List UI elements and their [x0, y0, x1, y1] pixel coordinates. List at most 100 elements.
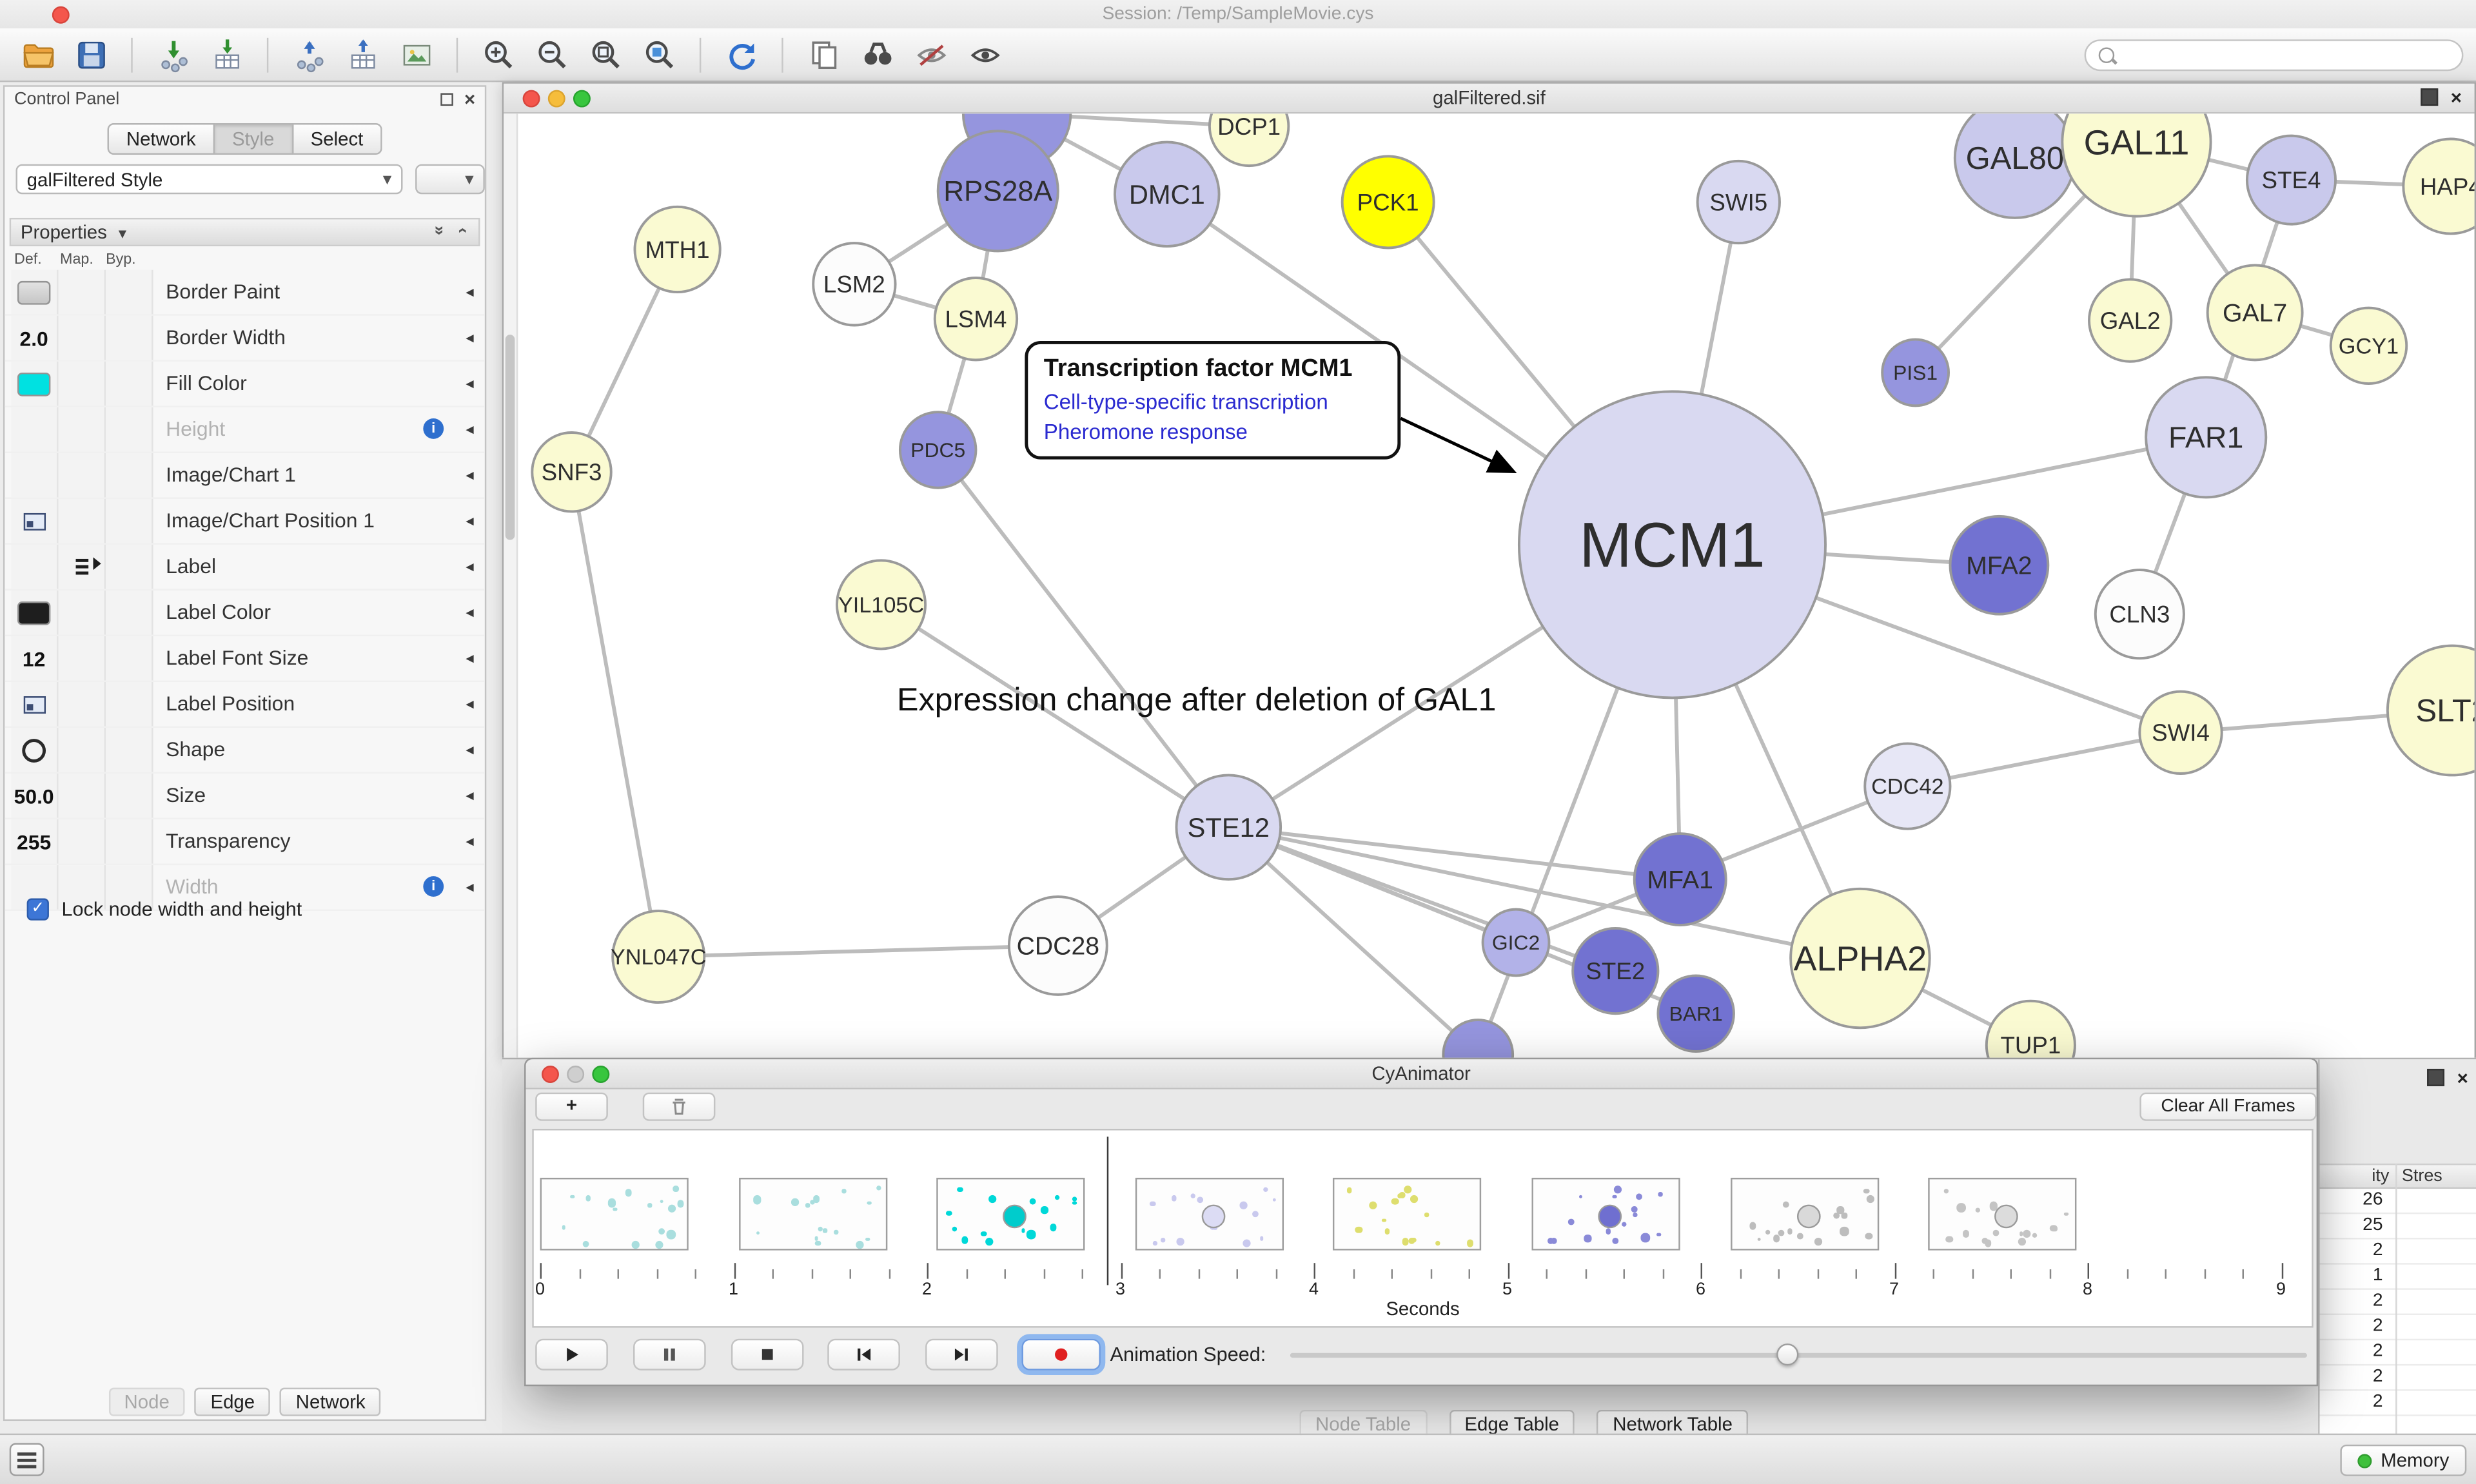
hide-details-icon[interactable] — [913, 36, 949, 72]
style-selector[interactable]: galFiltered Style ▾ — [15, 164, 403, 195]
float-panel-icon[interactable] — [440, 93, 453, 106]
node-LSM4[interactable] — [933, 277, 1019, 362]
node-YNL047C[interactable] — [611, 910, 706, 1004]
node-DMC1[interactable] — [1114, 141, 1221, 248]
expand-row-icon[interactable]: ◂ — [466, 742, 474, 759]
import-table-icon[interactable] — [208, 36, 244, 72]
expand-row-icon[interactable]: ◂ — [466, 604, 474, 622]
lock-checkbox[interactable]: ✓ — [26, 898, 49, 921]
expand-all-icon[interactable]: » — [429, 226, 449, 236]
playhead[interactable] — [1106, 1137, 1109, 1285]
bypass-cell[interactable] — [106, 865, 153, 910]
expand-row-icon[interactable]: ◂ — [466, 513, 474, 531]
node-PIS1[interactable] — [1881, 338, 1950, 407]
copy-icon[interactable] — [805, 36, 841, 72]
export-network-icon[interactable] — [291, 36, 327, 72]
expand-row-icon[interactable]: ◂ — [466, 879, 474, 897]
add-frame-button[interactable]: + — [535, 1092, 608, 1121]
animation-speed-slider[interactable] — [1290, 1343, 2307, 1366]
properties-header[interactable]: Properties ▾ » › — [9, 217, 480, 247]
zoom-out-icon[interactable] — [534, 36, 570, 72]
edge[interactable] — [569, 471, 661, 957]
node-GAL7[interactable] — [2206, 264, 2304, 362]
node-GAL11[interactable] — [2061, 113, 2212, 218]
property-row-label[interactable]: Label◂ — [5, 544, 485, 591]
table-row[interactable]: 2 — [2319, 1290, 2476, 1315]
collapse-all-icon[interactable]: › — [453, 228, 473, 234]
zoom-selected-icon[interactable] — [641, 36, 677, 72]
node-GAL2[interactable] — [2088, 278, 2173, 363]
bypass-cell[interactable] — [106, 315, 153, 360]
network-window-titlebar[interactable]: galFiltered.sif × — [504, 83, 2475, 114]
expand-row-icon[interactable]: ◂ — [466, 467, 474, 485]
node-CDC28[interactable] — [1007, 895, 1108, 996]
mapping-cell[interactable] — [58, 636, 106, 681]
bypass-cell[interactable] — [106, 453, 153, 498]
frame-thumbnail-6[interactable] — [1730, 1177, 1879, 1251]
mapping-cell[interactable] — [58, 774, 106, 818]
bypass-cell[interactable] — [106, 636, 153, 681]
table-row[interactable]: 2 — [2319, 1391, 2476, 1416]
node-RPS28A[interactable] — [936, 130, 1059, 253]
property-row-image-chart-1[interactable]: Image/Chart 1◂ — [5, 453, 485, 499]
pause-button[interactable] — [633, 1338, 706, 1371]
bypass-cell[interactable] — [106, 774, 153, 818]
mapping-cell[interactable] — [58, 865, 106, 910]
skip-end-button[interactable] — [925, 1338, 998, 1371]
close-icon[interactable] — [522, 90, 540, 108]
info-icon[interactable]: i — [423, 418, 444, 439]
mapping-cell[interactable] — [58, 727, 106, 772]
expand-row-icon[interactable]: ◂ — [466, 788, 474, 805]
property-row-fill-color[interactable]: Fill Color◂ — [5, 361, 485, 407]
refresh-view-icon[interactable] — [723, 36, 760, 72]
node-SLT2[interactable] — [2386, 644, 2475, 777]
frame-thumbnail-7[interactable] — [1928, 1177, 2077, 1251]
info-icon[interactable]: i — [423, 876, 444, 897]
memory-button[interactable]: Memory — [2339, 1444, 2467, 1476]
default-value-cell[interactable]: 50.0 — [11, 774, 59, 818]
annotation-link[interactable]: Pheromone response — [1043, 420, 1248, 444]
node-n1[interactable] — [1442, 1019, 1515, 1058]
node-ALPHA2[interactable] — [1789, 887, 1931, 1030]
mapping-cell[interactable] — [58, 498, 106, 543]
mapping-cell[interactable] — [58, 544, 106, 589]
float-view-icon[interactable] — [2421, 88, 2439, 106]
record-button[interactable] — [1021, 1338, 1101, 1371]
save-session-icon[interactable] — [73, 36, 109, 72]
export-image-icon[interactable] — [398, 36, 434, 72]
bypass-cell[interactable] — [106, 407, 153, 452]
expand-row-icon[interactable]: ◂ — [466, 650, 474, 668]
cyanimator-titlebar[interactable]: CyAnimator — [526, 1059, 2317, 1089]
style-options-button[interactable]: ▾ — [415, 164, 485, 195]
default-value-cell[interactable]: 12 — [11, 636, 59, 681]
mapping-cell[interactable] — [58, 407, 106, 452]
close-window-icon[interactable] — [52, 6, 70, 24]
default-value-cell[interactable] — [11, 498, 59, 543]
default-value-cell[interactable] — [11, 590, 59, 635]
expand-row-icon[interactable]: ◂ — [466, 375, 474, 393]
default-value-cell[interactable] — [11, 544, 59, 589]
frame-thumbnail-1[interactable] — [738, 1177, 887, 1251]
default-value-cell[interactable] — [11, 407, 59, 452]
table-row[interactable]: 2 — [2319, 1239, 2476, 1265]
edge[interactable] — [658, 944, 1058, 959]
node-STE12[interactable] — [1175, 774, 1282, 881]
edge[interactable] — [1228, 825, 1861, 961]
search-input[interactable] — [2123, 44, 2462, 66]
node-BAR1[interactable] — [1656, 974, 1735, 1053]
annotation-link[interactable]: Cell-type-specific transcription — [1043, 389, 1328, 414]
property-row-border-paint[interactable]: Border Paint◂ — [5, 269, 485, 316]
search-network-icon[interactable] — [859, 36, 895, 72]
frame-thumbnail-2[interactable] — [936, 1177, 1085, 1251]
delete-frame-button[interactable] — [642, 1092, 716, 1121]
node-MFA1[interactable] — [1633, 832, 1727, 927]
edge[interactable] — [1228, 825, 1681, 882]
node-CLN3[interactable] — [2094, 569, 2185, 660]
node-SWI4[interactable] — [2138, 690, 2223, 775]
node-DCP1[interactable] — [1208, 113, 1290, 168]
